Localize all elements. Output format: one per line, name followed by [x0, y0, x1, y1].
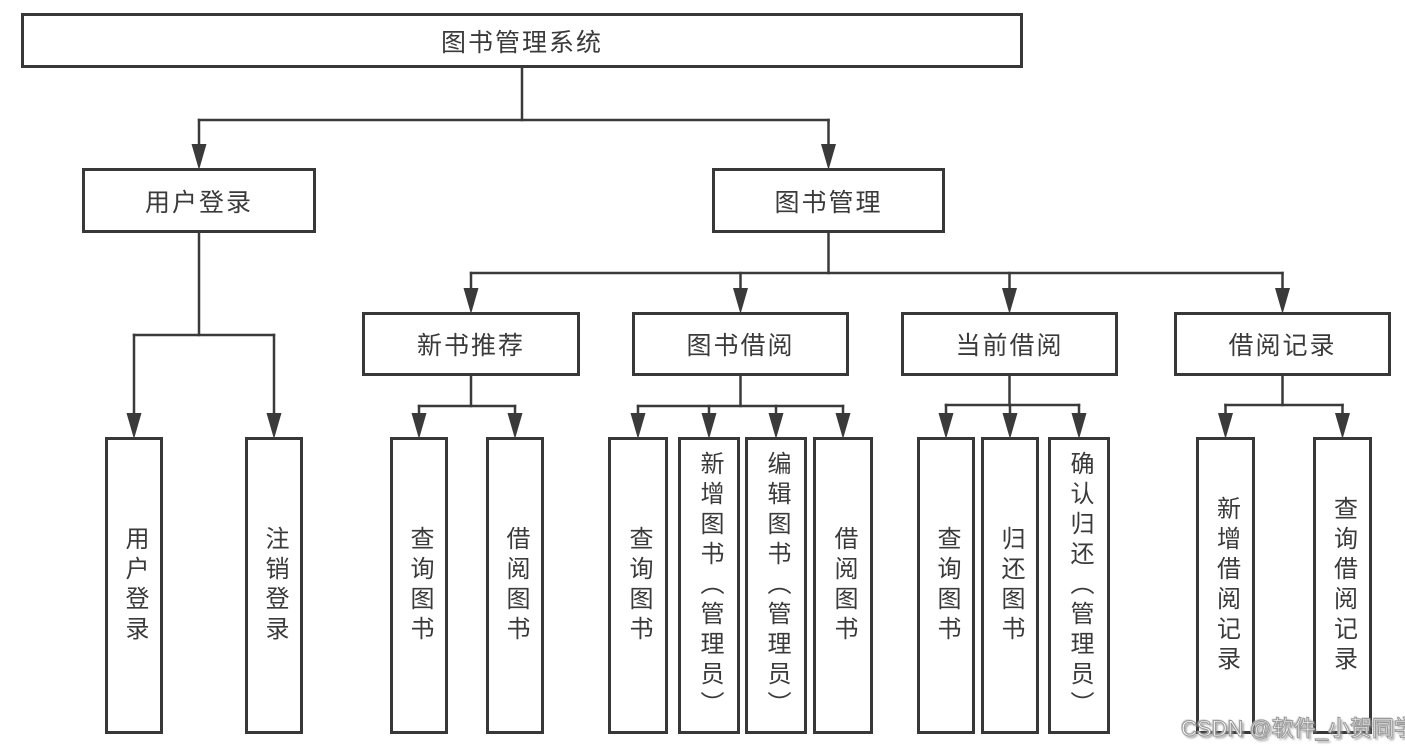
arrowhead-icon [507, 413, 523, 439]
watermark: CSDN @软件_小贺同学 [1180, 716, 1405, 742]
node-label: 借阅图书 [830, 525, 857, 646]
arrowhead-icon [463, 288, 479, 314]
node-borrow-rec: 借阅记录 [1174, 312, 1391, 376]
node-label: 查询图书 [406, 525, 433, 646]
node-br-add: 新增借阅记录 [1196, 437, 1255, 734]
node-label: 查询图书 [933, 525, 960, 646]
arrowhead-icon [938, 413, 954, 439]
node-label: 用户登录 [121, 525, 148, 646]
arrowhead-icon [1275, 288, 1290, 314]
node-nb-borrow: 借阅图书 [486, 437, 544, 734]
node-label: 查询图书 [625, 525, 652, 646]
arrowhead-icon [126, 413, 142, 439]
node-bb-edit: 编辑图书（管理员） [745, 437, 807, 734]
arrowhead-icon [191, 144, 207, 170]
node-label: 当前借阅 [955, 332, 1064, 360]
node-bb-add: 新增图书（管理员） [678, 437, 740, 734]
arrowhead-icon [733, 288, 748, 314]
node-label: 查询借阅记录 [1329, 495, 1357, 676]
node-book-mgmt: 图书管理 [712, 168, 945, 233]
node-ul-logout: 注销登录 [245, 437, 303, 734]
node-label: 归还图书 [997, 525, 1024, 646]
arrowhead-icon [266, 413, 282, 439]
node-bb-borrow: 借阅图书 [813, 437, 873, 734]
node-br-query: 查询借阅记录 [1313, 437, 1372, 734]
arrowhead-icon [1218, 413, 1233, 439]
node-label: 新书推荐 [416, 332, 525, 360]
node-nb-query: 查询图书 [390, 437, 448, 734]
node-cb-return: 归还图书 [981, 437, 1039, 734]
node-label: 借阅图书 [502, 525, 529, 646]
node-label: 编辑图书（管理员） [763, 450, 790, 721]
arrowhead-icon [835, 413, 851, 439]
node-bb-query: 查询图书 [608, 437, 668, 734]
node-cb-confirm: 确认归还（管理员） [1048, 437, 1110, 734]
node-label: 新增图书（管理员） [696, 450, 723, 721]
node-label: 图书管理 [774, 188, 883, 217]
node-cb-query: 查询图书 [917, 437, 975, 734]
node-new-book: 新书推荐 [362, 312, 580, 376]
arrowhead-icon [1002, 288, 1017, 314]
node-label: 确认归还（管理员） [1066, 450, 1093, 721]
node-ul-login: 用户登录 [105, 437, 163, 734]
arrowhead-icon [701, 413, 717, 439]
node-label: 图书借阅 [686, 332, 795, 360]
node-label: 图书管理系统 [440, 28, 603, 57]
arrowhead-icon [1071, 413, 1087, 439]
node-root: 图书管理系统 [21, 13, 1023, 68]
node-user-login: 用户登录 [82, 168, 316, 233]
arrowhead-icon [630, 413, 646, 439]
arrowhead-icon [411, 413, 427, 439]
node-label: 注销登录 [261, 525, 288, 646]
arrowhead-icon [1002, 413, 1018, 439]
node-book-borrow: 图书借阅 [632, 312, 849, 376]
arrowhead-icon [821, 144, 836, 170]
node-label: 新增借阅记录 [1212, 495, 1240, 676]
arrowhead-icon [1335, 413, 1350, 439]
node-cur-borrow: 当前借阅 [901, 312, 1118, 376]
node-label: 借阅记录 [1228, 332, 1337, 360]
node-label: 用户登录 [144, 188, 253, 217]
arrowhead-icon [768, 413, 784, 439]
